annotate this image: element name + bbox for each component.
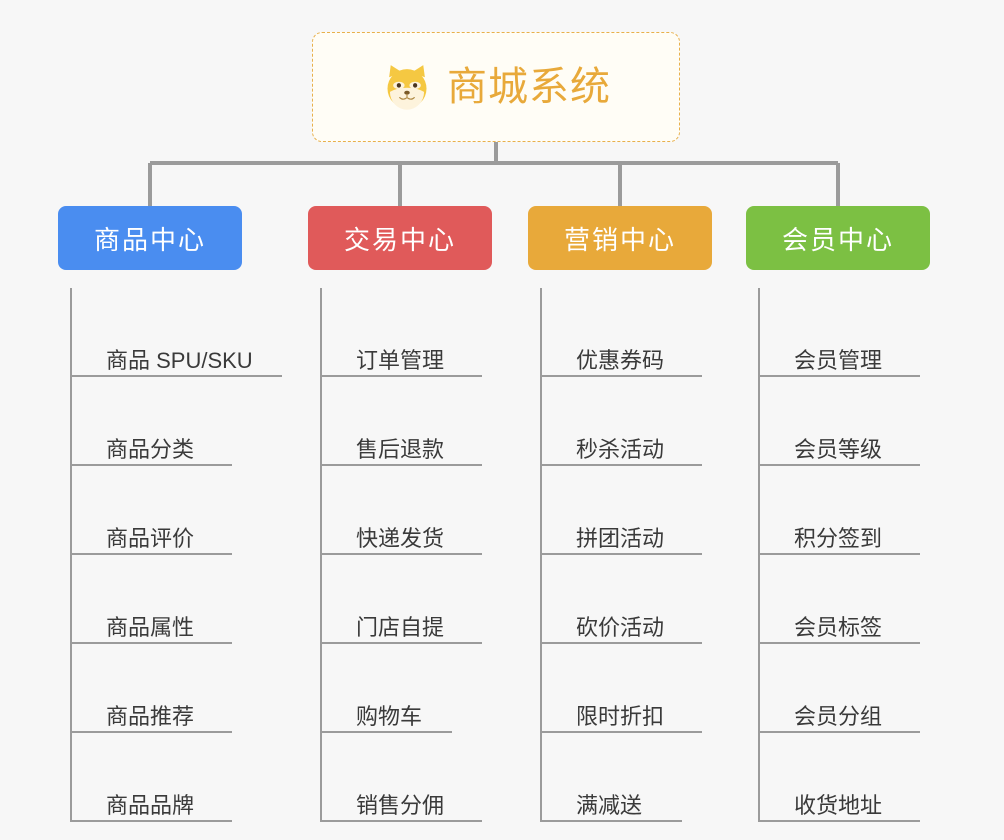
- leaf-item[interactable]: 售后退款: [322, 377, 492, 466]
- leaf-item-underline: [760, 553, 920, 555]
- branch-column-3: 营销中心优惠券码秒杀活动拼团活动砍价活动限时折扣满减送: [528, 206, 712, 822]
- leaf-item-label: 会员标签: [794, 614, 883, 640]
- root-node[interactable]: 商城系统: [312, 32, 680, 142]
- leaf-item-underline: [542, 731, 702, 733]
- leaf-item-underline: [760, 464, 920, 466]
- leaf-item[interactable]: 商品评价: [72, 466, 242, 555]
- branch-children-3: 优惠券码秒杀活动拼团活动砍价活动限时折扣满减送: [540, 288, 712, 822]
- leaf-item-underline: [760, 642, 920, 644]
- leaf-item-underline: [322, 820, 482, 822]
- leaf-item-underline: [322, 464, 482, 466]
- leaf-item-label: 砍价活动: [576, 614, 665, 640]
- leaf-item[interactable]: 会员等级: [760, 377, 930, 466]
- leaf-item-label: 快递发货: [356, 525, 445, 551]
- leaf-item[interactable]: 快递发货: [322, 466, 492, 555]
- leaf-item-label: 商品推荐: [106, 703, 195, 729]
- leaf-item[interactable]: 秒杀活动: [542, 377, 712, 466]
- leaf-item-label: 门店自提: [356, 614, 445, 640]
- leaf-item-underline: [322, 642, 482, 644]
- leaf-item-label: 满减送: [576, 792, 643, 818]
- leaf-item-label: 商品品牌: [106, 792, 195, 818]
- leaf-item-underline: [542, 820, 682, 822]
- leaf-item-underline: [322, 375, 482, 377]
- branch-header-3[interactable]: 营销中心: [528, 206, 712, 270]
- branch-header-4[interactable]: 会员中心: [746, 206, 930, 270]
- leaf-item[interactable]: 收货地址: [760, 733, 930, 822]
- leaf-item[interactable]: 满减送: [542, 733, 712, 822]
- leaf-item[interactable]: 商品推荐: [72, 644, 242, 733]
- branch-header-2[interactable]: 交易中心: [308, 206, 492, 270]
- leaf-item-label: 售后退款: [356, 436, 445, 462]
- leaf-item[interactable]: 商品属性: [72, 555, 242, 644]
- leaf-item[interactable]: 砍价活动: [542, 555, 712, 644]
- branch-children-2: 订单管理售后退款快递发货门店自提购物车销售分佣: [320, 288, 492, 822]
- branch-children-4: 会员管理会员等级积分签到会员标签会员分组收货地址: [758, 288, 930, 822]
- leaf-item-label: 销售分佣: [356, 792, 445, 818]
- leaf-item-label: 商品分类: [106, 436, 195, 462]
- leaf-item[interactable]: 商品分类: [72, 377, 242, 466]
- leaf-item-underline: [542, 464, 702, 466]
- leaf-item-underline: [72, 553, 232, 555]
- leaf-item[interactable]: 会员标签: [760, 555, 930, 644]
- leaf-item-label: 会员管理: [794, 347, 883, 373]
- leaf-item-underline: [72, 375, 282, 377]
- leaf-item[interactable]: 优惠券码: [542, 288, 712, 377]
- leaf-item[interactable]: 购物车: [322, 644, 492, 733]
- leaf-item-label: 商品评价: [106, 525, 195, 551]
- leaf-item-label: 商品 SPU/SKU: [106, 347, 253, 373]
- leaf-item[interactable]: 会员分组: [760, 644, 930, 733]
- root-title: 商城系统: [447, 65, 611, 109]
- leaf-item-underline: [760, 375, 920, 377]
- leaf-item-label: 秒杀活动: [576, 436, 665, 462]
- leaf-item[interactable]: 商品品牌: [72, 733, 242, 822]
- leaf-item[interactable]: 积分签到: [760, 466, 930, 555]
- leaf-item-underline: [542, 553, 702, 555]
- leaf-item-label: 拼团活动: [576, 525, 665, 551]
- leaf-item-label: 会员等级: [794, 436, 883, 462]
- branch-column-4: 会员中心会员管理会员等级积分签到会员标签会员分组收货地址: [746, 206, 930, 822]
- leaf-item-underline: [72, 464, 232, 466]
- leaf-item-underline: [542, 642, 702, 644]
- leaf-item[interactable]: 销售分佣: [322, 733, 492, 822]
- leaf-item-underline: [322, 553, 482, 555]
- leaf-item-label: 订单管理: [356, 347, 445, 373]
- leaf-item-underline: [760, 731, 920, 733]
- leaf-item-underline: [72, 820, 232, 822]
- leaf-item[interactable]: 拼团活动: [542, 466, 712, 555]
- shiba-dog-face-icon: [381, 61, 433, 113]
- leaf-item-label: 优惠券码: [576, 347, 665, 373]
- branch-column-2: 交易中心订单管理售后退款快递发货门店自提购物车销售分佣: [308, 206, 492, 822]
- leaf-item-label: 购物车: [356, 703, 423, 729]
- leaf-item-underline: [72, 642, 232, 644]
- leaf-item-underline: [322, 731, 452, 733]
- leaf-item[interactable]: 限时折扣: [542, 644, 712, 733]
- leaf-item-label: 商品属性: [106, 614, 195, 640]
- leaf-item[interactable]: 商品 SPU/SKU: [72, 288, 282, 377]
- leaf-item-label: 会员分组: [794, 703, 883, 729]
- leaf-item-label: 限时折扣: [576, 703, 665, 729]
- leaf-item-underline: [542, 375, 702, 377]
- leaf-item[interactable]: 门店自提: [322, 555, 492, 644]
- branch-column-1: 商品中心商品 SPU/SKU 商品分类商品评价商品属性商品推荐商品品牌: [58, 206, 282, 822]
- leaf-item-underline: [760, 820, 920, 822]
- branch-children-1: 商品 SPU/SKU 商品分类商品评价商品属性商品推荐商品品牌: [70, 288, 282, 822]
- leaf-item-underline: [72, 731, 232, 733]
- branch-header-1[interactable]: 商品中心: [58, 206, 242, 270]
- leaf-item[interactable]: 会员管理: [760, 288, 930, 377]
- leaf-item[interactable]: 订单管理: [322, 288, 492, 377]
- leaf-item-label: 收货地址: [794, 792, 883, 818]
- leaf-item-label: 积分签到: [794, 525, 883, 551]
